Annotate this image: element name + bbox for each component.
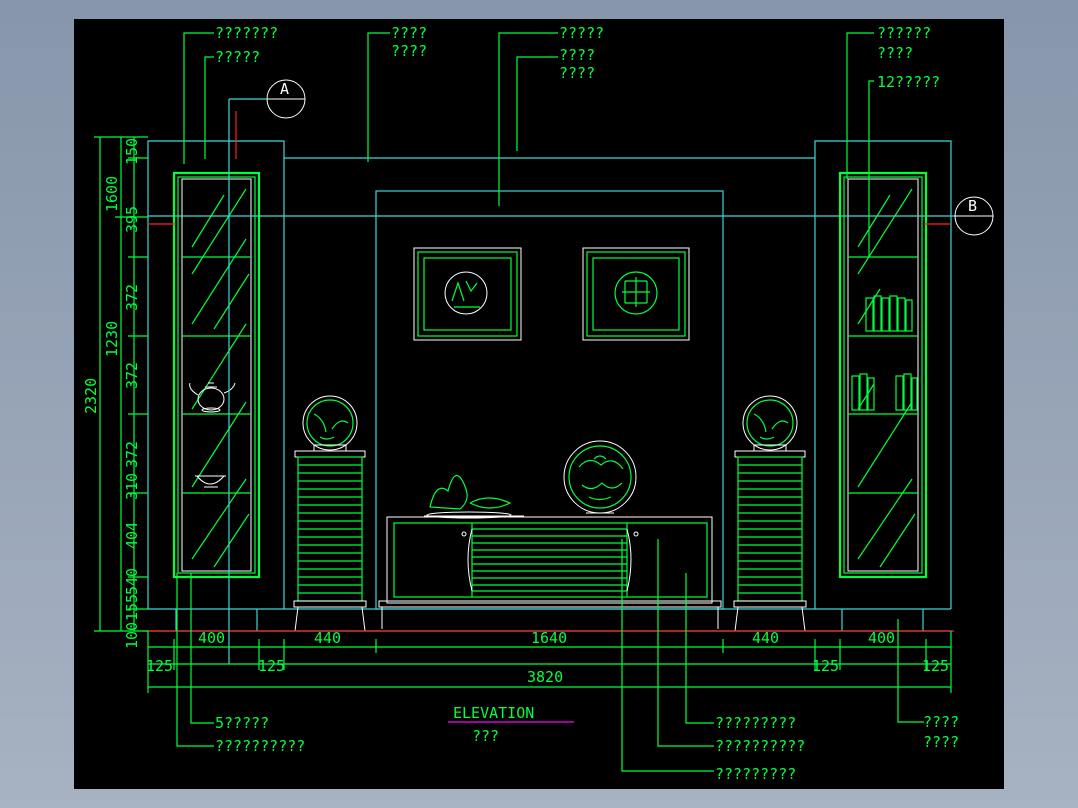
dimension-chain-left [94, 136, 148, 632]
callout-top-mid-3b: ???? [559, 64, 595, 82]
glass-hatch [191, 188, 250, 568]
cabinet-slats [472, 528, 627, 592]
dim-bottom-125a: 125 [146, 657, 173, 675]
teapot-icon [189, 382, 236, 413]
callout-top-mid-3a: ???? [559, 46, 595, 64]
dim-bottom-400b: 400 [868, 629, 895, 647]
drawing-title-block: ELEVATION ??? [448, 704, 574, 745]
dim-left-1600: 1600 [103, 176, 121, 212]
picture-frame-right[interactable] [582, 247, 690, 341]
picture-frame-left[interactable] [413, 247, 522, 341]
dim-left-404: 404 [123, 522, 141, 549]
callout-leaders-bottom [176, 539, 924, 772]
callout-top-left-2: ????? [215, 48, 260, 66]
glass-hatch [857, 188, 916, 568]
left-pedestal[interactable] [293, 395, 367, 632]
callout-top-mid-2: ????? [559, 24, 604, 42]
dim-left-overall: 2320 [82, 378, 100, 414]
dim-bottom-440b: 440 [752, 629, 779, 647]
dim-left-100: 100 [123, 622, 141, 649]
callout-top-right-1b: ???? [877, 44, 913, 62]
tv-cabinet[interactable] [378, 516, 722, 629]
dim-left-310: 310 [123, 473, 141, 500]
right-display-cabinet[interactable] [838, 171, 928, 579]
tray-ornament-icon [424, 474, 524, 519]
dim-left-150: 150 [123, 138, 141, 165]
callout-bottom-right-b: ???? [923, 733, 959, 751]
callout-bottom-mid-2: ?????????? [715, 737, 805, 755]
bowl-icon [195, 475, 226, 488]
callout-bottom-left-1: 5????? [215, 714, 269, 732]
callout-bottom-mid-3: ????????? [715, 765, 796, 783]
section-marker-b[interactable]: B [954, 196, 994, 236]
callout-top-right-2: 12????? [877, 73, 940, 91]
vase-icon [742, 395, 798, 452]
drawing-subtitle: ??? [472, 727, 499, 745]
dim-bottom-125c: 125 [812, 657, 839, 675]
dim-bottom-1640: 1640 [531, 629, 567, 647]
callout-bottom-left-2: ?????????? [215, 737, 305, 755]
dim-bottom-125b: 125 [258, 657, 285, 675]
dim-left-155: 155 [123, 594, 141, 621]
drawing-title: ELEVATION [453, 704, 534, 722]
callout-leaders-top [183, 32, 874, 257]
callout-bottom-right-a: ???? [923, 713, 959, 731]
dimension-chain-bottom [147, 631, 952, 693]
left-display-cabinet[interactable] [172, 171, 261, 579]
dim-left-372c: 372 [123, 441, 141, 468]
callout-top-right-1a: ?????? [877, 24, 931, 42]
callout-top-mid-1a: ???? [391, 24, 427, 42]
dim-bottom-400a: 400 [198, 629, 225, 647]
cad-drawing-canvas[interactable]: .cy{stroke:#3fd6d6;fill:none;stroke-widt… [74, 19, 1004, 789]
dim-left-1230: 1230 [103, 321, 121, 357]
dim-left-372b: 372 [123, 362, 141, 389]
dim-bottom-125d: 125 [922, 657, 949, 675]
decorative-plate-icon [563, 440, 637, 518]
books-icon [851, 295, 918, 411]
section-marker-a[interactable]: A [228, 79, 306, 664]
section-marker-b-label: B [968, 197, 977, 215]
dim-bottom-440a: 440 [314, 629, 341, 647]
dim-left-395: 395 [123, 206, 141, 233]
dim-left-540: 540 [123, 568, 141, 595]
section-lines [142, 111, 956, 632]
dim-left-372a: 372 [123, 284, 141, 311]
vase-icon [302, 395, 358, 452]
dim-bottom-3820: 3820 [527, 668, 563, 686]
callout-bottom-mid-1: ????????? [715, 714, 796, 732]
section-marker-a-label: A [280, 80, 289, 98]
callout-top-left-1: ??????? [215, 24, 278, 42]
pedestal-slats [297, 456, 363, 602]
callout-top-mid-1b: ???? [391, 42, 427, 60]
pedestal-slats [737, 456, 803, 602]
elevation-drawing: .cy{stroke:#3fd6d6;fill:none;stroke-widt… [82, 24, 994, 783]
right-pedestal[interactable] [733, 395, 807, 632]
